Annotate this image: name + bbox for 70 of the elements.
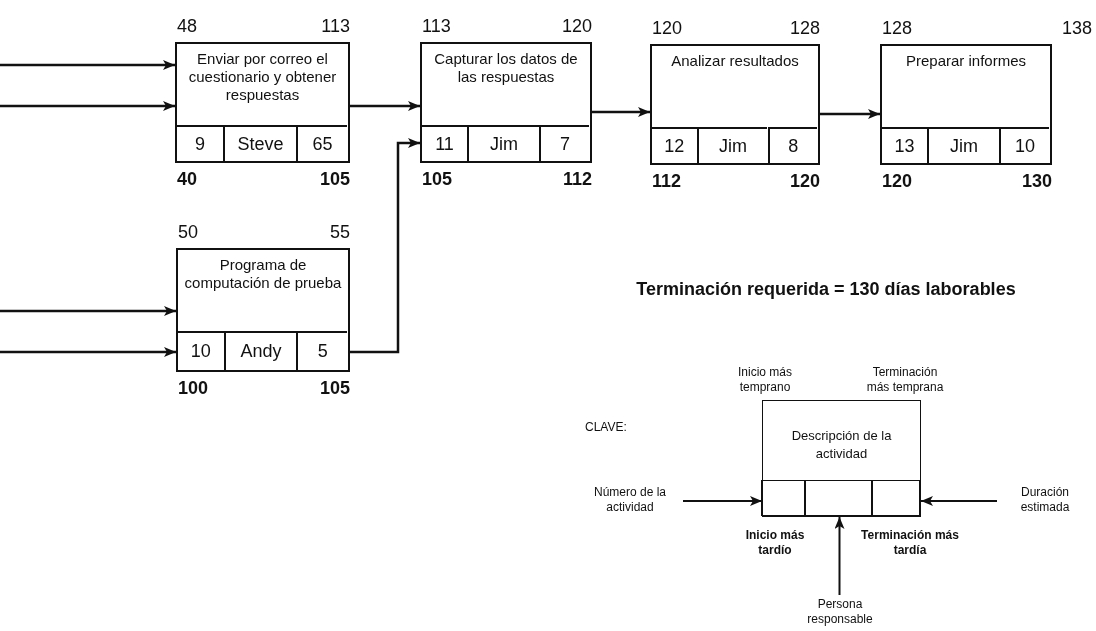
late-start-number: 105 bbox=[422, 169, 453, 189]
key-activity-box bbox=[762, 400, 921, 517]
requirement-note: Terminación requerida = 130 días laborables bbox=[635, 278, 1017, 300]
activity-description: Descripción de la actividad bbox=[790, 427, 893, 463]
activity-description: Programa de computación de prueba bbox=[183, 255, 343, 293]
key-label: Terminación más tardía bbox=[860, 528, 960, 558]
early-finish-number: 120 bbox=[561, 16, 592, 36]
leader-arrow bbox=[834, 516, 845, 596]
key-heading: CLAVE: bbox=[585, 420, 628, 435]
arrow bbox=[592, 107, 650, 117]
leader-arrow bbox=[920, 496, 998, 506]
arrow bbox=[0, 60, 175, 70]
arrow bbox=[820, 109, 880, 119]
person-name: Jim bbox=[467, 125, 539, 161]
activity-number: 11 bbox=[422, 125, 468, 161]
activity-number: 9 bbox=[177, 125, 223, 161]
early-finish-number: 138 bbox=[1061, 18, 1092, 38]
early-start-number: 120 bbox=[652, 18, 683, 38]
late-start-number: 120 bbox=[882, 171, 913, 191]
arrow bbox=[0, 101, 175, 111]
key-label: Inicio más temprano bbox=[737, 365, 793, 395]
duration-value: 10 bbox=[998, 127, 1049, 163]
callout-text: Duración estimada bbox=[1005, 485, 1085, 517]
arrow bbox=[350, 138, 420, 354]
callout-text: Número de la actividad bbox=[585, 485, 675, 517]
key-label: Terminación más temprana bbox=[865, 365, 945, 395]
early-finish-number: 113 bbox=[321, 16, 350, 36]
early-finish-number: 128 bbox=[789, 18, 820, 38]
arrow bbox=[0, 306, 176, 316]
activity-box bbox=[176, 248, 350, 372]
early-start-number: 50 bbox=[178, 222, 199, 242]
activity-description: Capturar los datos de las respuestas bbox=[433, 49, 579, 87]
activity-number: 10 bbox=[178, 331, 224, 370]
late-start-number: 40 bbox=[177, 169, 198, 189]
arrow bbox=[0, 347, 176, 357]
late-finish-number: 105 bbox=[319, 378, 350, 398]
arrow bbox=[350, 101, 420, 111]
activity-box bbox=[880, 44, 1052, 165]
activity-box bbox=[175, 42, 350, 163]
person-name: Andy bbox=[223, 331, 297, 370]
early-start-number: 48 bbox=[177, 16, 198, 36]
activity-number: 12 bbox=[652, 127, 697, 163]
early-start-number: 128 bbox=[882, 18, 913, 38]
activity-description: Enviar por correo el cuestionario y obtener respuestas bbox=[187, 49, 338, 105]
activity-box bbox=[650, 44, 820, 165]
late-start-number: 112 bbox=[652, 171, 682, 191]
early-start-number: 113 bbox=[422, 16, 451, 36]
activity-description: Preparar informes bbox=[904, 51, 1027, 71]
person-name: Steve bbox=[222, 125, 296, 161]
key-cell bbox=[871, 479, 920, 516]
duration-value: 8 bbox=[767, 127, 817, 163]
callout-text: Persona responsable bbox=[800, 597, 880, 629]
key-label: Inicio más tardío bbox=[744, 528, 806, 558]
late-finish-number: 120 bbox=[789, 171, 820, 191]
activity-number: 13 bbox=[882, 127, 928, 163]
person-name: Jim bbox=[927, 127, 999, 163]
late-finish-number: 105 bbox=[319, 169, 350, 189]
late-finish-number: 112 bbox=[562, 169, 592, 189]
duration-value: 5 bbox=[296, 331, 347, 370]
late-start-number: 100 bbox=[178, 378, 209, 398]
leader-arrow bbox=[682, 496, 763, 506]
duration-value: 65 bbox=[296, 125, 347, 161]
key-cell bbox=[804, 479, 872, 516]
key-cell bbox=[760, 479, 805, 516]
early-finish-number: 55 bbox=[329, 222, 350, 242]
person-name: Jim bbox=[696, 127, 768, 163]
duration-value: 7 bbox=[538, 125, 589, 161]
late-finish-number: 130 bbox=[1021, 171, 1052, 191]
activity-description: Analizar resultados bbox=[670, 51, 800, 71]
activity-box bbox=[420, 42, 592, 163]
